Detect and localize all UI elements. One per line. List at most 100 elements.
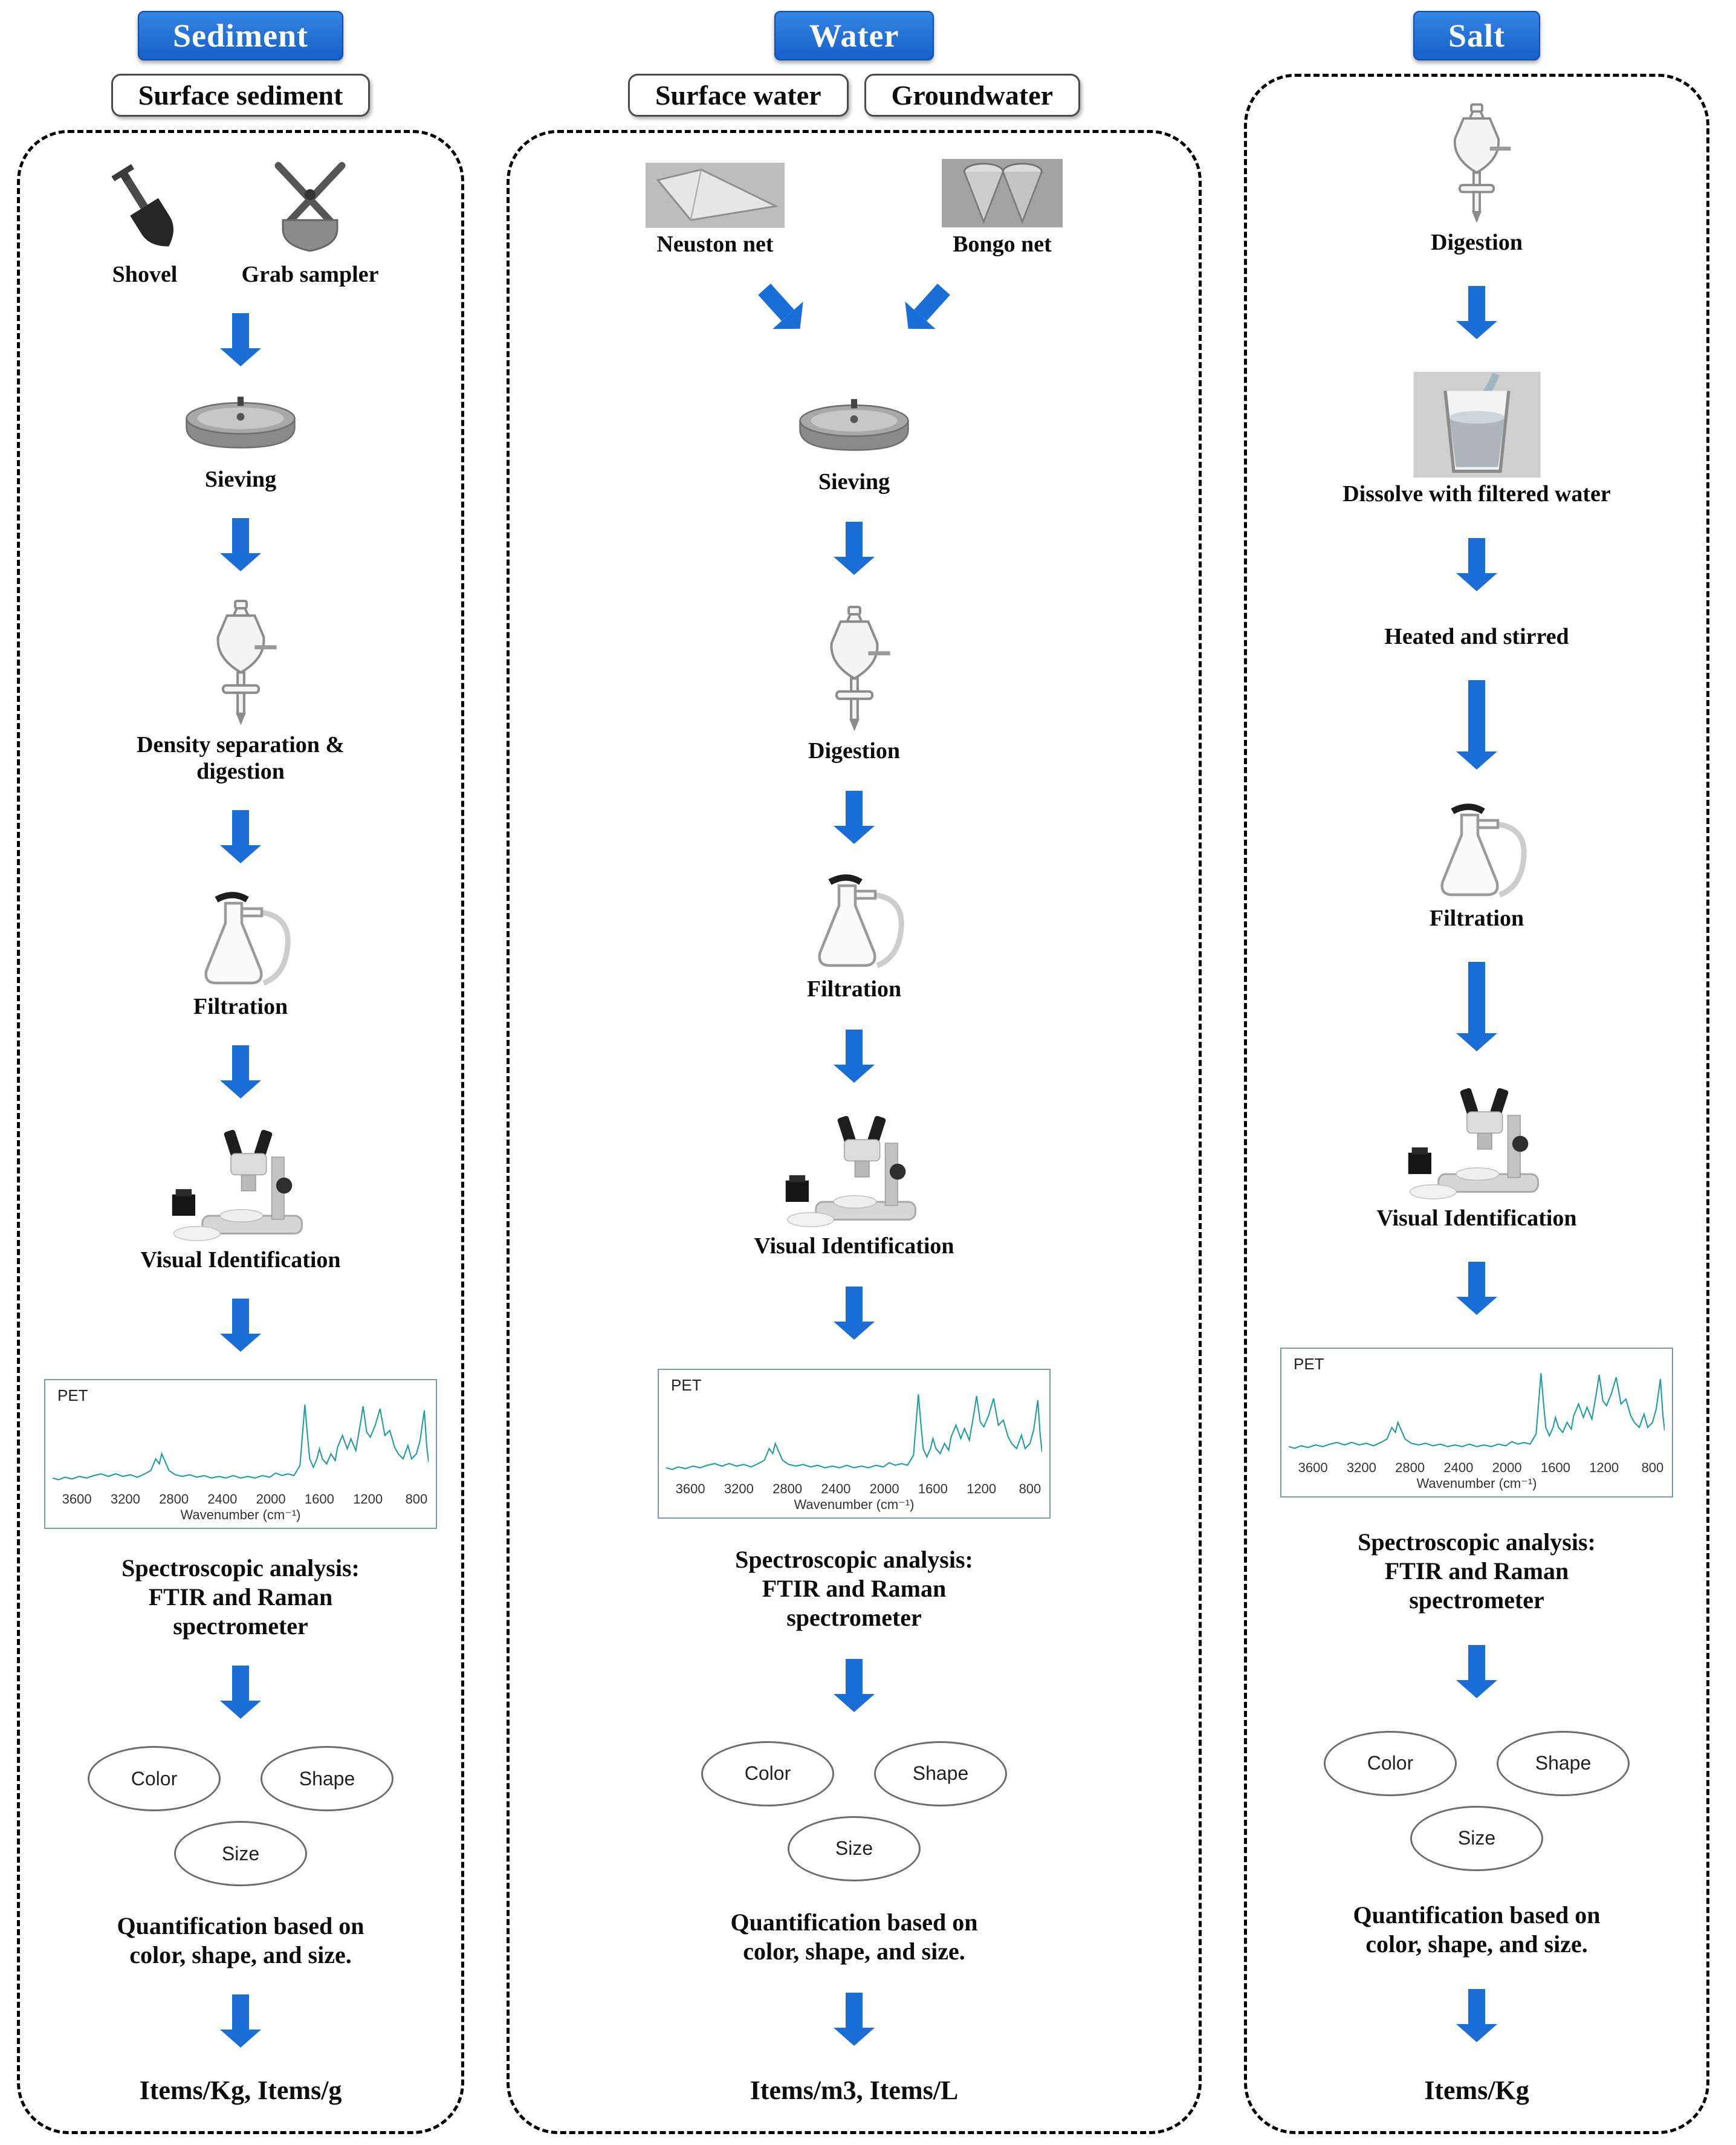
filtration-flask-icon [818,874,904,969]
filtration-label: Filtration [193,993,288,1019]
quantification-text: Quantification based on color, shape, an… [1353,1901,1601,1958]
filtration-flask-icon [1440,803,1527,897]
spectrum-tick-label: 3600 [675,1481,705,1496]
arrow-down-icon [1468,1262,1485,1297]
attr-shape: Shape [874,1741,1007,1806]
spectrum-polyline [1289,1373,1665,1449]
attribute-ellipses: Color Shape Size [1324,1730,1630,1871]
subheader-surface-sediment: Surface sediment [111,74,371,117]
attr-size: Size [788,1816,921,1881]
sieving-label: Sieving [204,467,277,493]
step-visual-identification: Visual Identification [140,1126,341,1274]
attr-color: Color [1324,1730,1457,1796]
digestion-label: Digestion [808,738,900,764]
spectrum-line [1289,1373,1665,1449]
separatory-funnel-icon [830,605,890,732]
arrow-down-icon [846,1658,863,1694]
converging-arrows [758,283,950,369]
sediment-subheader-row: Surface sediment [111,74,371,117]
water-column: Water Surface water Groundwater Neuston … [507,11,1202,2134]
filtration-label: Filtration [806,976,902,1002]
bongo-net-label: Bongo net [953,232,1052,257]
attribute-row: Color Shape [88,1746,394,1812]
spectrum-tick-label: 3600 [62,1491,92,1507]
quantification-text: Quantification based on color, shape, an… [730,1908,978,1965]
spectrum-tick-label: 800 [405,1491,428,1507]
step-density-separation: Density separation & digestion [108,599,374,785]
salt-column: Salt Digestion [1244,11,1709,2134]
separatory-funnel-icon [216,600,277,725]
spectrum-tick-label: 800 [1019,1481,1041,1496]
spectrum-series-label: PET [1294,1355,1324,1374]
spectrum-tick-label: 1200 [967,1481,997,1496]
sieve-icon [186,397,296,449]
arrow-down-icon [1468,962,1485,1034]
arrow-down-icon [1468,537,1485,573]
microscope-icon [1408,1088,1539,1199]
spectrum-tick-label: 2800 [159,1491,189,1507]
source-shovel: Shovel [103,158,187,288]
heated-stirred-label: Heated and stirred [1384,623,1569,649]
water-subheader-row: Surface water Groundwater [627,74,1081,117]
spectrum-polyline [53,1404,429,1481]
spectrum-tick-label: 1600 [304,1491,334,1507]
water-flow-box: Neuston net Bongo net [507,130,1202,2134]
arrow-down-icon [232,313,249,348]
step-sieving: Sieving [177,394,304,493]
step-filtration: Filtration [173,891,309,1021]
spectrum-tick-label: 2400 [207,1491,238,1507]
spectrum-x-axis-label: Wavenumber (cm⁻¹) [180,1507,301,1522]
subheader-surface-water: Surface water [627,74,849,117]
arrow-down-icon [232,1994,249,2030]
spectrum-tick-label: 3600 [1298,1460,1328,1476]
spectrum-polyline [666,1394,1042,1470]
step-digestion: Digestion [1431,102,1523,256]
spectroscopy-text: Spectroscopic analysis: FTIR and Raman s… [121,1554,360,1640]
step-visual-identification: Visual Identification [754,1112,954,1260]
spectrum-tick-label: 2000 [256,1491,286,1507]
attribute-ellipses: Color Shape Size [88,1746,394,1887]
spectrum-tick-label: 3200 [110,1491,140,1507]
attr-shape: Shape [261,1746,394,1812]
step-filtration: Filtration [1409,802,1545,932]
attribute-row: Color Shape [701,1741,1007,1806]
source-bongo-net: Bongo net [942,158,1063,258]
attr-shape: Shape [1497,1730,1630,1796]
spectrum-line [53,1404,429,1481]
result-units: Items/Kg [1424,2075,1529,2105]
salt-flow-box: Digestion Dissolve with filtered water H… [1244,74,1709,2134]
arrow-down-right-icon [758,283,794,321]
step-visual-identification: Visual Identification [1376,1084,1577,1232]
arrow-down-icon [232,518,249,553]
arrow-down-icon [846,1992,863,2028]
arrow-down-icon [846,791,863,826]
arrow-down-icon [232,1666,249,1701]
attribute-row: Color Shape [1324,1730,1630,1796]
arrow-down-icon [846,522,863,557]
visual-identification-label: Visual Identification [1376,1206,1577,1231]
spectrum-tick-label: 2400 [1443,1460,1474,1476]
filtration-flask-icon [204,892,291,986]
spectroscopy-text: Spectroscopic analysis: FTIR and Raman s… [735,1545,973,1631]
step-digestion: Digestion [808,605,900,765]
result-units: Items/Kg, Items/g [139,2075,342,2105]
result-units: Items/m3, Items/L [750,2075,959,2105]
shovel-label: Shovel [112,262,178,287]
spectrum-tick-label: 2000 [869,1481,899,1496]
bongo-net-icon [942,158,1063,228]
spectrum-tick-label: 2800 [1395,1460,1425,1476]
arrow-down-icon [232,810,249,845]
grab-sampler-icon [274,162,346,252]
sieving-label: Sieving [818,469,890,495]
attr-color: Color [701,1741,834,1806]
spectrum-tick-label: 2000 [1492,1460,1522,1476]
step-dissolve: Dissolve with filtered water [1342,372,1611,508]
spectrum-tick-label: 1200 [1589,1460,1619,1476]
